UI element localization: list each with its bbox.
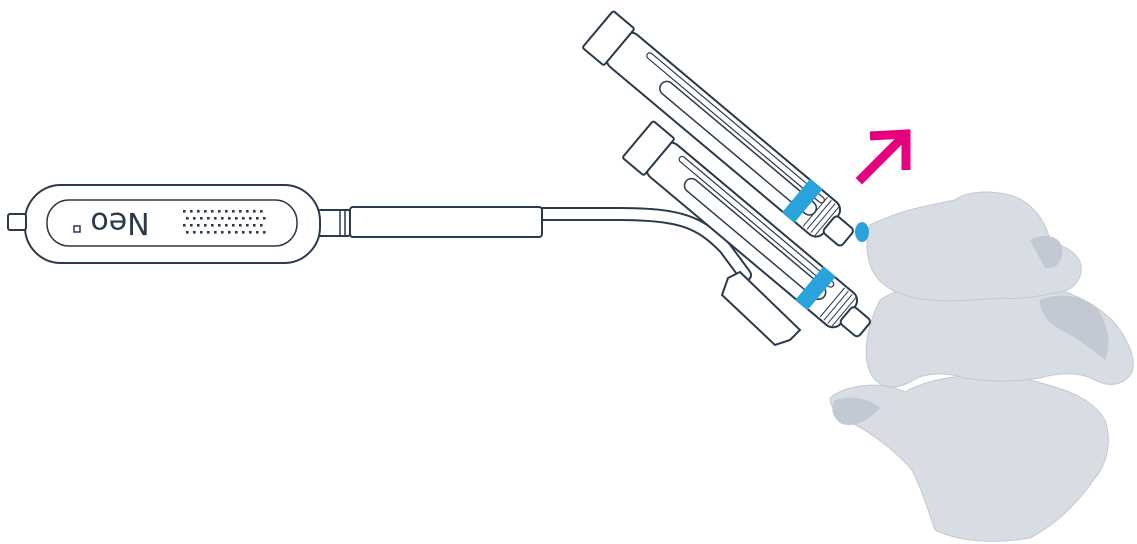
grip-dot — [200, 231, 203, 234]
grip-dot — [232, 224, 235, 227]
grip-dot — [207, 217, 210, 220]
grip-dot — [239, 224, 242, 227]
grip-dot — [260, 224, 263, 227]
brand-registered-mark — [73, 225, 81, 233]
grip-dot — [253, 224, 256, 227]
arrow-up-right-icon — [855, 129, 911, 185]
grip-dot — [225, 224, 228, 227]
grip-dot — [221, 217, 224, 220]
grip-dot — [260, 210, 263, 213]
lower-blade-ridge — [678, 155, 835, 288]
grip-dot — [214, 217, 217, 220]
upper-blade-blue-tab — [855, 222, 869, 242]
grip-dot — [190, 210, 193, 213]
handle-end-cap — [7, 213, 27, 231]
lower-blade-slot — [683, 177, 827, 301]
grip-dot — [207, 231, 210, 234]
upper-retractor-blade — [582, 10, 854, 247]
grip-dot — [193, 217, 196, 220]
upper-blade-hatch — [802, 196, 840, 237]
vertebra-side-shade — [832, 397, 880, 426]
grip-dot — [235, 217, 238, 220]
handle-label-panel — [46, 199, 298, 247]
grip-dot — [218, 210, 221, 213]
grip-dot — [249, 231, 252, 234]
upper-blade-blue-band — [782, 178, 823, 223]
grip-dot — [239, 210, 242, 213]
vertebra-illustration — [829, 191, 1134, 542]
vertebra-spinous-process — [1030, 235, 1063, 269]
grip-dot — [193, 231, 196, 234]
grip-dot — [218, 224, 221, 227]
grip-dot — [190, 224, 193, 227]
upper-blade-tip — [822, 215, 854, 247]
grip-dot — [256, 231, 259, 234]
grip-dot — [249, 217, 252, 220]
vertebra-lower-body — [829, 374, 1109, 542]
grip-dot-pattern — [183, 210, 266, 234]
grip-dot — [183, 224, 186, 227]
lower-retractor-blade — [622, 120, 871, 338]
vertebra-transverse-process — [1040, 295, 1109, 360]
grip-dot — [263, 217, 266, 220]
bent-shaft-inner — [535, 209, 750, 280]
clamp-block — [720, 270, 802, 347]
grip-dot — [225, 210, 228, 213]
grip-dot — [186, 217, 189, 220]
brand-label: Neo — [90, 205, 149, 240]
grip-dot — [232, 210, 235, 213]
grip-dot — [246, 224, 249, 227]
grip-dot — [200, 217, 203, 220]
grip-dot — [253, 210, 256, 213]
grip-dot — [204, 210, 207, 213]
grip-dot — [228, 231, 231, 234]
grip-dot — [186, 231, 189, 234]
lower-blade-tip — [839, 306, 871, 338]
lower-blade-blue-band — [795, 266, 836, 311]
lower-blade-hatch — [819, 287, 857, 327]
grip-dot — [211, 210, 214, 213]
grip-dot — [197, 210, 200, 213]
grip-dot — [214, 231, 217, 234]
lower-blade-cap — [622, 120, 675, 176]
grip-dot — [221, 231, 224, 234]
grip-dot — [228, 217, 231, 220]
grip-dot — [211, 224, 214, 227]
upper-blade-cap — [582, 10, 635, 66]
grip-dot — [263, 231, 266, 234]
grip-dot — [235, 231, 238, 234]
grip-dot — [197, 224, 200, 227]
grip-dot — [242, 231, 245, 234]
grip-dot — [256, 217, 259, 220]
grip-dot — [242, 217, 245, 220]
grip-dot — [204, 224, 207, 227]
grip-dot — [246, 210, 249, 213]
grip-dot — [183, 210, 186, 213]
inserter-handle-assembly: Neo — [7, 184, 802, 347]
straight-shaft — [349, 206, 543, 238]
vertebra-upper-body — [866, 191, 1082, 302]
